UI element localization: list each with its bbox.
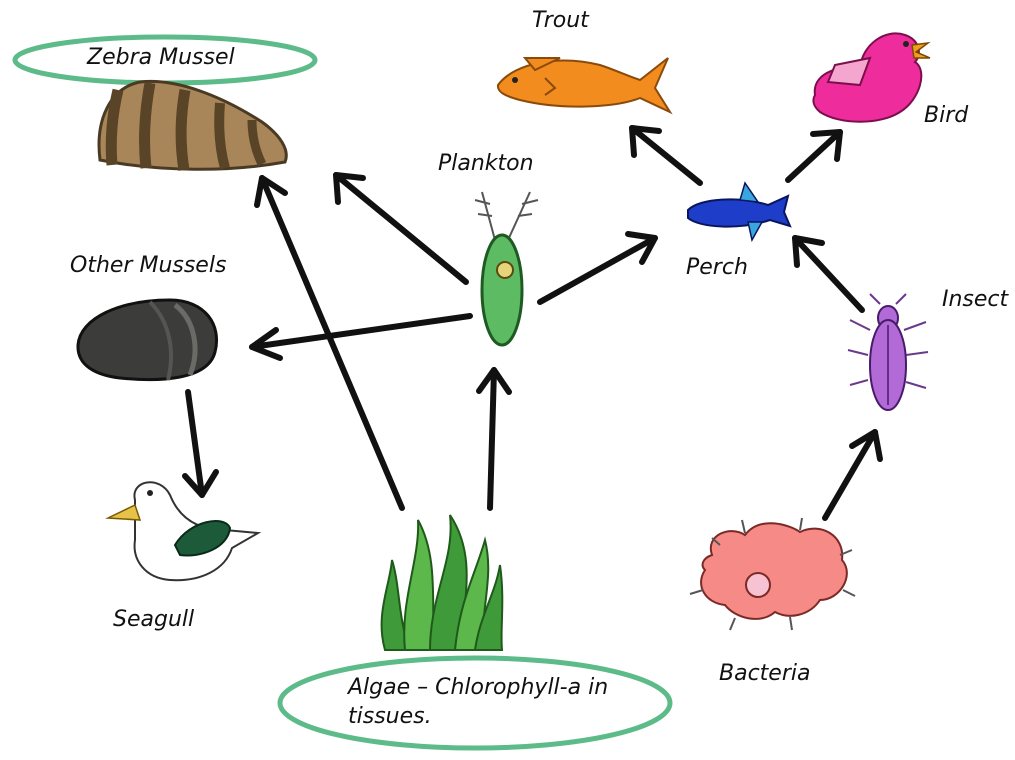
arrow-perch-to-trout <box>632 128 700 183</box>
algae-label: Algae – Chlorophyll-a in tissues. <box>348 674 648 731</box>
seagull-label: Seagull <box>113 608 194 632</box>
plankton-icon <box>475 192 538 345</box>
arrow-algae-to-plankton <box>490 370 494 508</box>
arrow-insect-to-perch <box>795 238 862 310</box>
zebra-mussel-icon <box>99 81 286 170</box>
plankton-label: Plankton <box>438 152 534 176</box>
seagull-icon <box>108 482 258 580</box>
bacteria-icon <box>690 518 855 630</box>
bird-label: Bird <box>924 104 968 128</box>
bacteria-label: Bacteria <box>719 662 810 686</box>
food-web-arrows <box>185 128 880 518</box>
perch-label: Perch <box>686 256 748 280</box>
perch-icon <box>688 183 790 240</box>
zebra-mussel-label: Zebra Mussel <box>87 46 235 70</box>
other-mussels-icon <box>78 300 217 380</box>
insect-label: Insect <box>942 288 1008 312</box>
trout-label: Trout <box>532 9 589 33</box>
bird-icon <box>813 33 930 121</box>
trout-icon <box>498 58 670 112</box>
algae-icon <box>382 515 503 650</box>
arrow-plankton-to-other-mussels <box>252 316 470 347</box>
arrow-perch-to-bird <box>788 132 840 180</box>
arrow-plankton-to-perch <box>540 238 655 302</box>
other-mussels-label: Other Mussels <box>70 254 226 278</box>
arrow-plankton-to-zebra-mussel <box>336 175 466 282</box>
